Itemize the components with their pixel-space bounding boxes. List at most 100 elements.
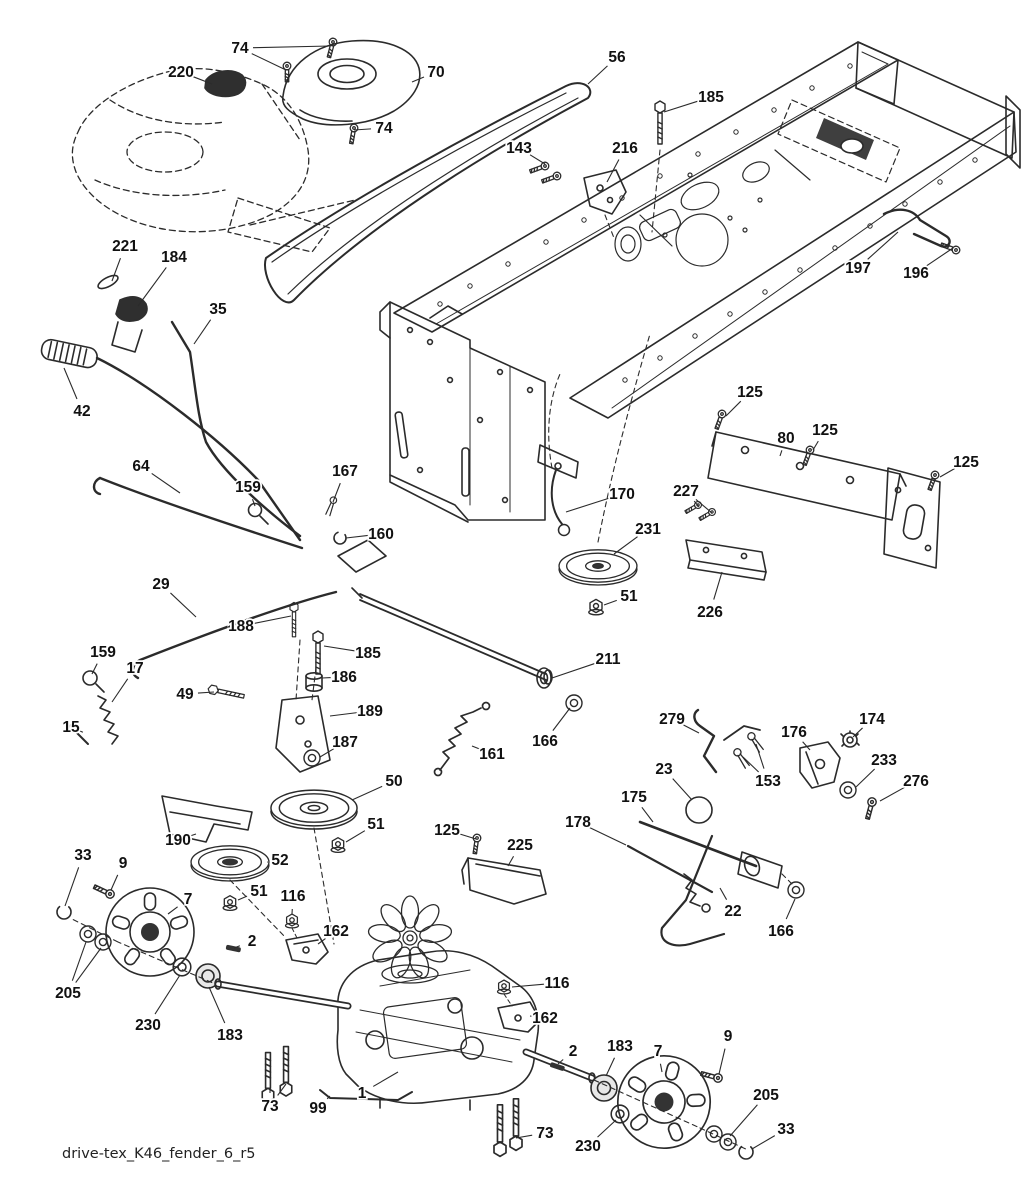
part-70-dash-cover [281,39,421,126]
callout-196: 196 [903,265,929,282]
callout-leader [233,945,241,949]
bearing-183-left [195,963,221,989]
callout-15: 15 [62,719,80,736]
callout-160: 160 [368,526,394,543]
screws-125 [470,408,941,855]
ring-33-left [56,904,72,920]
callout-143: 143 [506,140,532,157]
callout-leader [693,500,700,508]
callout-42: 42 [73,403,90,420]
callout-2: 2 [569,1043,578,1060]
callout-leader [353,128,372,131]
callout-leader [319,748,335,758]
callout-188: 188 [228,618,254,635]
callout-17: 17 [126,660,143,677]
transaxle-fan [367,895,453,984]
callout-leader [812,440,819,451]
bracket-right-end [883,467,941,569]
callout-leader [253,615,292,624]
bolts-73-left [261,1045,293,1103]
callout-153: 153 [755,773,781,790]
callout-170: 170 [609,486,635,503]
engine-reference [777,99,901,183]
bolts-73-right [493,1097,523,1158]
callout-183: 183 [607,1038,633,1055]
callout-33: 33 [74,847,92,864]
callout-51: 51 [367,816,385,833]
callout-leader [719,887,728,900]
callout-184: 184 [161,249,187,266]
frame-rails [393,41,1021,419]
callout-leader [277,1083,287,1096]
callout-leader [251,53,287,71]
callout-leader [192,76,213,85]
callout-9: 9 [724,1028,733,1045]
cross-shaft [337,539,553,685]
callout-221: 221 [112,238,138,255]
callout-leader [718,1048,726,1075]
callout-176: 176 [781,724,807,741]
callout-205: 205 [753,1087,779,1104]
callout-23: 23 [655,761,673,778]
callout-230: 230 [135,1017,161,1034]
callout-211: 211 [595,651,620,668]
callout-233: 233 [871,752,897,769]
callout-leader [317,938,326,945]
callout-leader [606,159,620,183]
axle-align-right [593,1079,749,1151]
callout-leader [511,983,545,988]
callout-leader [742,756,760,773]
callout-leader [557,1059,564,1065]
rod-99 [319,1089,413,1101]
callout-162: 162 [323,923,349,940]
callout-leader [208,986,226,1024]
nut-51-50 [330,837,346,854]
callout-leader [507,856,515,867]
callout-159: 159 [235,479,261,496]
washer-233 [839,781,857,799]
spring-17 [97,695,119,745]
callout-leader [641,807,654,823]
bracket-162-right [497,1001,541,1033]
callout-leader [613,536,638,555]
callout-9: 9 [119,855,128,872]
callout-174: 174 [859,711,885,728]
callout-49: 49 [176,686,194,703]
part-221-clip [97,274,119,290]
nut-116-right [496,979,513,1007]
callout-leader [332,482,341,503]
bolt-188 [289,601,299,638]
pivot-22 [683,851,795,913]
callout-125: 125 [812,422,838,439]
callout-leader [605,1057,616,1077]
callout-leader [351,785,383,801]
rod-279 [693,708,761,774]
callout-leader [91,663,98,675]
callout-64: 64 [132,458,150,475]
callout-125: 125 [434,822,460,839]
callout-162: 162 [532,1010,558,1027]
callout-leader [111,678,129,703]
callout-leader [802,741,811,751]
callout-leader [683,724,700,734]
callout-225: 225 [507,837,533,854]
bearing-183-right [590,1074,618,1102]
filename-label: drive-tex_K46_fender_6_r5 [62,1146,256,1162]
callout-leader [587,65,608,85]
callout-1: 1 [358,1085,367,1102]
callout-56: 56 [608,49,626,66]
callout-leader [167,906,178,915]
callout-116: 116 [544,975,569,992]
callout-185: 185 [355,645,381,662]
callout-leader [372,1071,399,1087]
bolt-185-mid [312,630,324,675]
part-56-belt [263,82,592,304]
callout-276: 276 [903,773,929,790]
callout-leader [725,400,742,417]
callout-leader [251,499,256,507]
part-220-cap [204,70,247,98]
fender-dashed-outline [71,67,356,253]
callout-70: 70 [427,64,444,81]
